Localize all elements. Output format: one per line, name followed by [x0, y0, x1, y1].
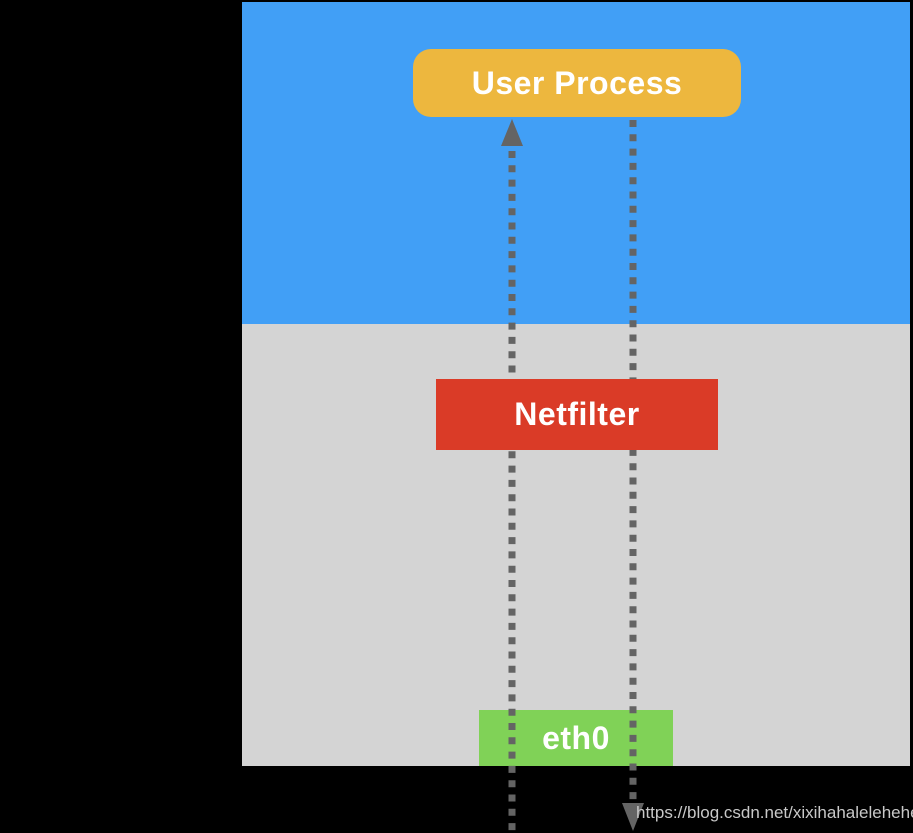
node-eth0: eth0 — [479, 710, 673, 766]
node-user-process-label: User Process — [471, 64, 683, 101]
node-eth0-label: eth0 — [542, 719, 610, 756]
watermark-link: https://blog.csdn.net/xixihahalelehehe — [636, 803, 913, 822]
node-netfilter-label: Netfilter — [514, 396, 640, 432]
node-netfilter: Netfilter — [436, 379, 718, 450]
node-user-process: User Process — [413, 49, 741, 117]
